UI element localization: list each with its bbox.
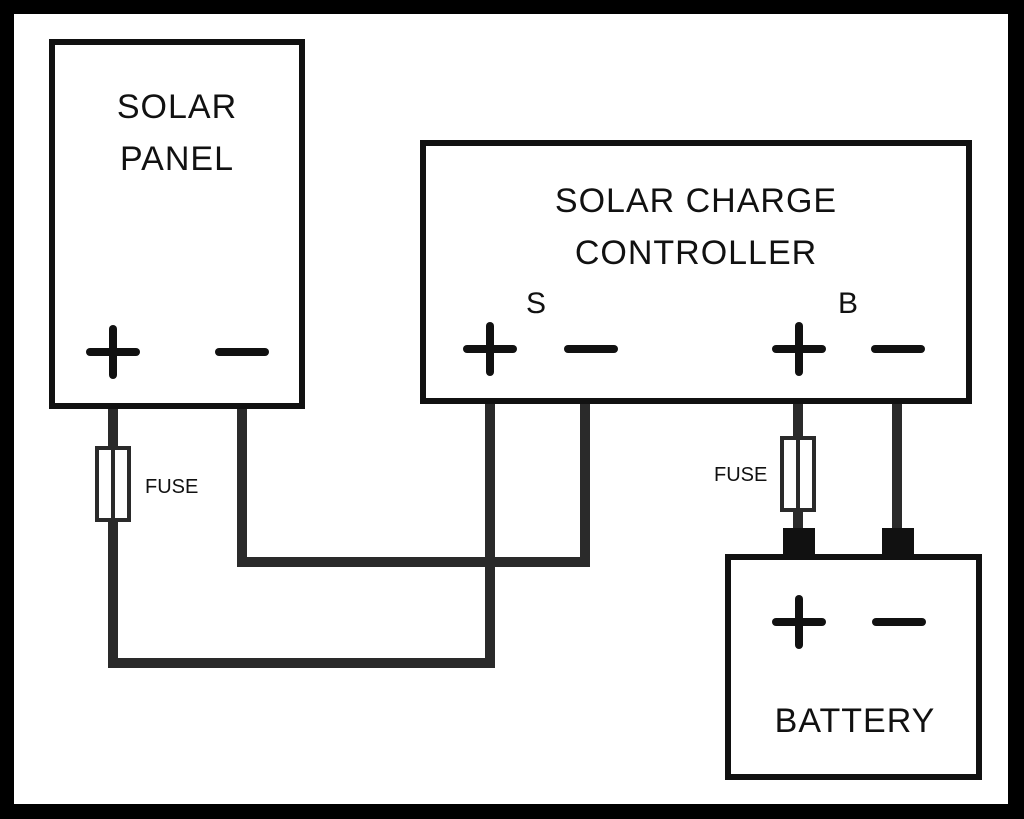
- charge-controller-box: [420, 140, 972, 404]
- solar-panel: SOLAR PANEL: [49, 39, 305, 409]
- battery-title: BATTERY: [775, 702, 936, 740]
- controller-battery-label: B: [838, 287, 858, 320]
- solar-panel-title-line1: SOLAR: [117, 88, 237, 126]
- solar-panel-box: [49, 39, 305, 409]
- controller-solar-plus-icon: [463, 322, 517, 376]
- battery-box: [725, 554, 982, 780]
- controller-title-line1: SOLAR CHARGE: [555, 182, 837, 220]
- controller-solar-label: S: [526, 287, 546, 320]
- battery-plus-icon: [772, 595, 826, 649]
- controller-title-line2: CONTROLLER: [575, 234, 817, 272]
- battery: BATTERY: [725, 528, 982, 780]
- wire-panel-negative: [237, 402, 590, 567]
- battery-fuse-label: FUSE: [714, 464, 767, 486]
- controller-battery-plus-icon: [772, 322, 826, 376]
- panel-fuse-label: FUSE: [145, 476, 198, 498]
- solar-panel-title-line2: PANEL: [120, 140, 234, 178]
- wire-panel-positive: [108, 402, 495, 668]
- charge-controller: SOLAR CHARGE CONTROLLER S B: [420, 140, 972, 404]
- panel-plus-icon: [86, 325, 140, 379]
